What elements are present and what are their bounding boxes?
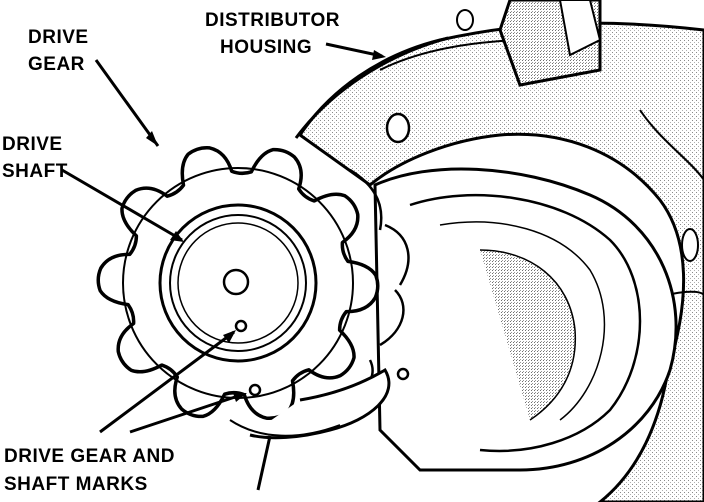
drive-gear-leader	[94, 59, 160, 147]
shaft-mark-leader	[99, 330, 235, 434]
distributor-housing-label: DISTRIBUTOR HOUSING	[205, 10, 346, 58]
shaft-mark-dot	[234, 319, 248, 333]
drive-gear-label-line1: DRIVE	[28, 27, 89, 48]
gear-mark-dot	[248, 383, 262, 397]
drive-shaft-label: DRIVE SHAFT	[2, 134, 68, 182]
gear-skirt	[229, 367, 391, 440]
distributor-housing-label-line2: HOUSING	[220, 37, 312, 58]
distributor-housing	[294, 0, 704, 502]
housing-hole	[385, 112, 411, 144]
housing-mark-dot	[396, 367, 410, 381]
shaft-center-hole	[222, 268, 250, 296]
drive-shaft-label-line2: SHAFT	[2, 161, 68, 182]
lower-leader	[256, 435, 272, 491]
drive-gear-label: DRIVE GEAR	[28, 27, 94, 75]
gear-mark-leader	[129, 392, 245, 434]
drive-gear	[96, 146, 410, 420]
distributor-housing-label-line1: DISTRIBUTOR	[205, 10, 340, 31]
marks-label-line2: SHAFT MARKS	[4, 474, 148, 495]
drive-shaft-leader	[61, 168, 183, 242]
shaft-collar	[373, 167, 678, 472]
marks-label: DRIVE GEAR AND SHAFT MARKS	[4, 446, 181, 495]
distributor-housing-leader	[325, 42, 383, 58]
marks-label-line1: DRIVE GEAR AND	[4, 446, 175, 467]
drive-shaft-label-line1: DRIVE	[2, 134, 63, 155]
leader-lines	[61, 42, 386, 491]
drive-gear-label-line2: GEAR	[28, 54, 85, 75]
